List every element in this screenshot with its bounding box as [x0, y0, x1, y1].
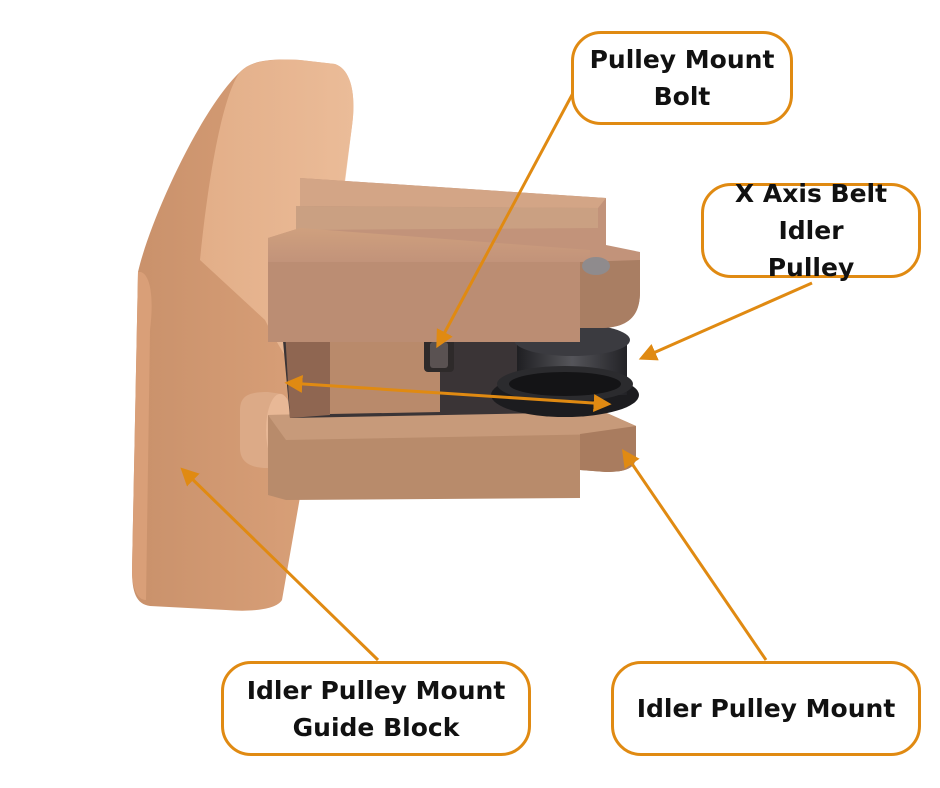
callout-line: Idler Pulley Mount: [246, 675, 506, 705]
callout-x-axis-belt-idler-pulley: X Axis Belt Idler Pulley: [701, 179, 921, 282]
arrow-mount: [621, 449, 768, 661]
callout-line: Guide Block: [292, 712, 460, 742]
callout-idler-pulley-mount-guide-block: Idler Pulley Mount Guide Block: [221, 661, 531, 756]
arrow-guide-block: [180, 467, 380, 662]
callout-line: X Axis Belt Idler: [734, 179, 888, 245]
callout-idler-pulley-mount: Idler Pulley Mount: [611, 661, 921, 756]
upper-block: [268, 178, 640, 342]
arrow-pulley: [638, 281, 813, 361]
callout-line: Pulley: [767, 253, 855, 282]
callout-line: Idler Pulley Mount: [636, 694, 896, 723]
idler-pulley-mount: [268, 410, 636, 500]
arrow-bolt: [436, 79, 582, 349]
annotation-arrows: [180, 79, 813, 662]
callout-pulley-mount-bolt: Pulley Mount Bolt: [571, 31, 793, 125]
callout-line: Pulley Mount: [589, 45, 775, 74]
arrow-travel: [284, 374, 612, 413]
callout-line: Bolt: [653, 82, 711, 111]
